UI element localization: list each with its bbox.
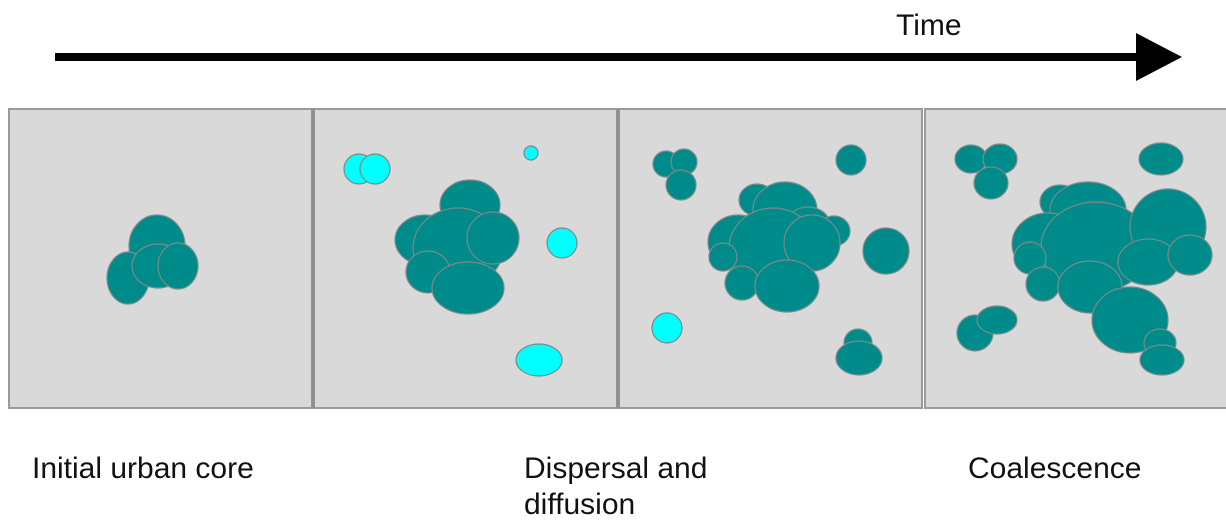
- stage-label-dispersal-and-diffusion: Dispersal and diffusion: [524, 452, 708, 521]
- new-growth-patch: [546, 227, 578, 259]
- urban-core-cluster: [106, 214, 199, 305]
- new-growth-patches: [651, 312, 683, 344]
- new-growth-patch: [359, 153, 391, 185]
- new-growth-patches: [343, 145, 578, 377]
- urban-core-cluster: [394, 179, 520, 315]
- time-label: Time: [896, 9, 962, 42]
- time-arrow-head: [1136, 33, 1182, 81]
- urban-core-cluster: [954, 142, 1213, 376]
- time-arrow: [55, 33, 1182, 81]
- stage-label-coalescence: Coalescence: [968, 452, 1142, 485]
- urban-core-cluster: [652, 144, 910, 376]
- new-growth-patch: [515, 343, 563, 377]
- new-growth-patch: [523, 145, 539, 161]
- new-growth-patch: [651, 312, 683, 344]
- stage-label-initial-urban-core: Initial urban core: [32, 452, 254, 485]
